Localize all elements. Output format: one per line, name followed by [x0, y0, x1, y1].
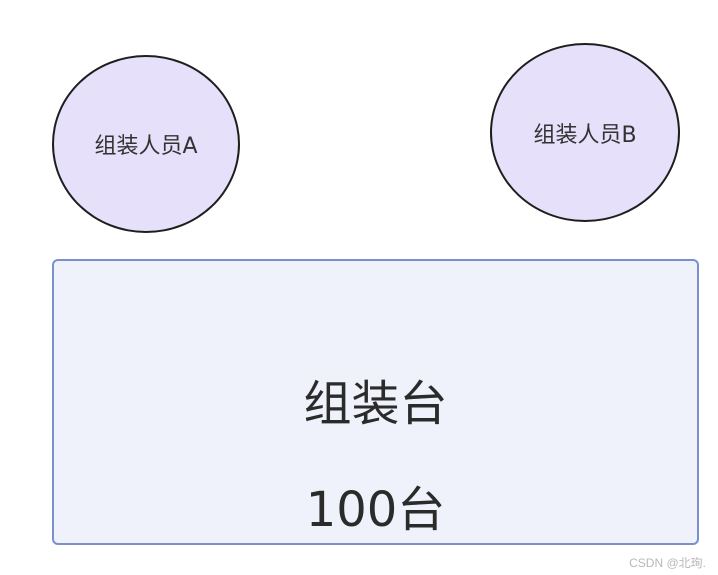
assembly-station-count: 100台: [305, 482, 446, 538]
worker-b-node: 组装人员B: [490, 43, 680, 222]
worker-a-label: 组装人员A: [94, 134, 198, 159]
worker-a-node: 组装人员A: [52, 55, 240, 233]
assembly-station-title: 组装台: [303, 376, 448, 432]
assembly-station-node: 组装台 100台: [52, 259, 699, 545]
watermark: CSDN @北珣.: [629, 556, 706, 570]
worker-b-label: 组装人员B: [533, 122, 637, 148]
